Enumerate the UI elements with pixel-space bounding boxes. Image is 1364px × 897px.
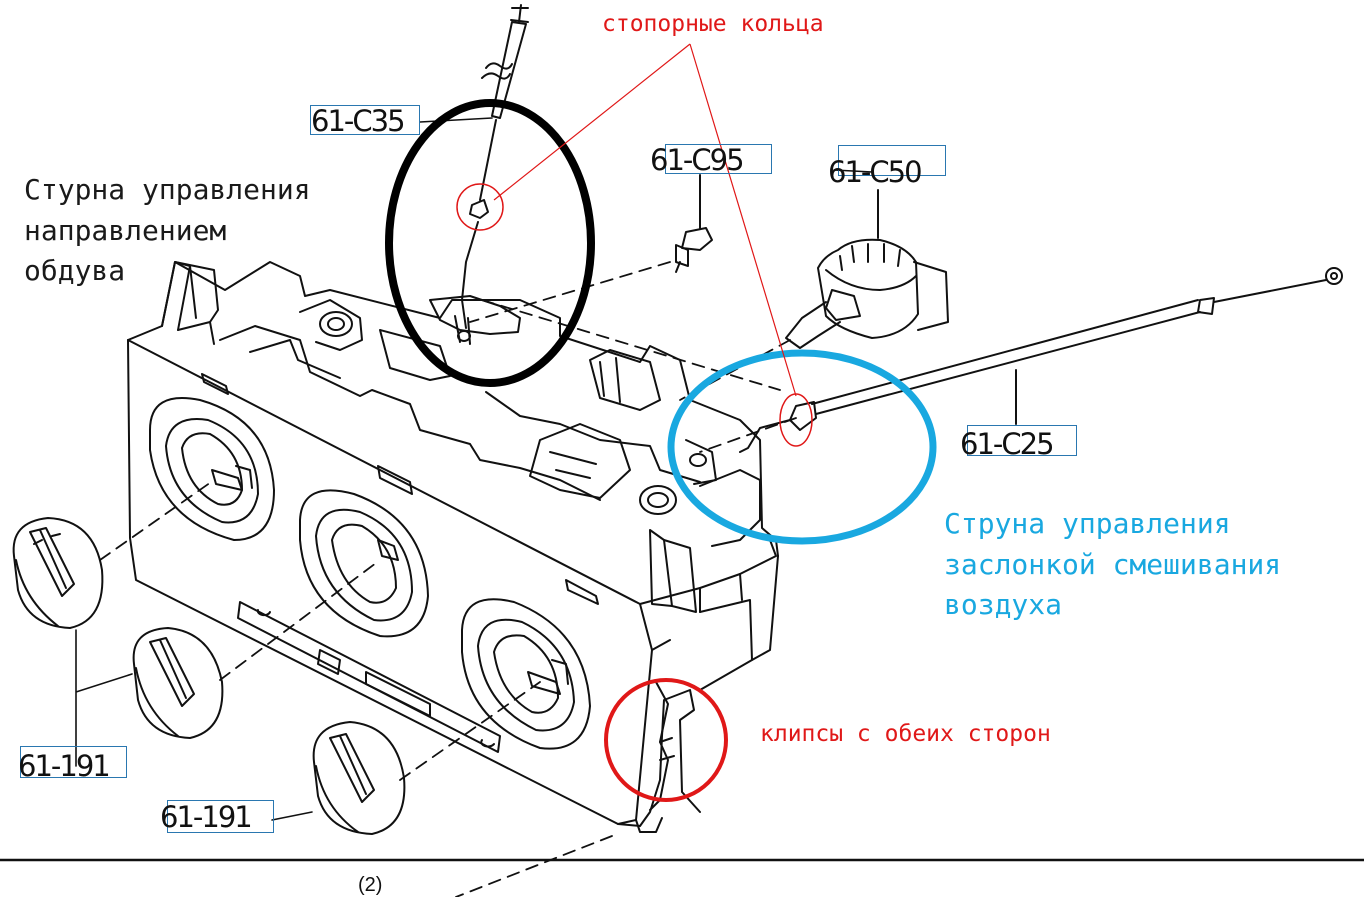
mix-cable xyxy=(739,267,1343,453)
knob-left xyxy=(12,517,104,629)
actuator-part xyxy=(785,189,949,349)
label-box-191a xyxy=(20,746,127,778)
annotation-clips: клипсы с обеих сторон xyxy=(760,721,1051,747)
part-label-61-191-front: 61-191 xyxy=(160,800,253,834)
knob-front xyxy=(312,721,406,835)
part-label-61-c35: 61-C35 xyxy=(311,104,406,138)
part-label-61-c50: 61-C50 xyxy=(828,155,923,189)
vent-cable xyxy=(461,4,529,301)
blue-highlight-ellipse xyxy=(667,349,937,545)
dial-opening-center xyxy=(299,489,429,638)
knob-middle xyxy=(132,627,224,739)
highlight-markers xyxy=(385,43,937,802)
annotation-mix-cable: Струна управления заслонкой смешивания в… xyxy=(944,507,1282,622)
bolt-part xyxy=(675,174,713,273)
label-box-191b xyxy=(167,800,274,833)
black-highlight-ellipse xyxy=(385,99,595,387)
label-box-c25 xyxy=(967,425,1077,456)
red-clip-ellipse xyxy=(604,678,728,802)
label-box-c95 xyxy=(665,144,772,174)
figure-number: (2) xyxy=(358,874,383,896)
part-label-61-191-left: 61-191 xyxy=(18,749,111,783)
red-ring-marker-right xyxy=(779,393,813,447)
red-ring-marker-top xyxy=(456,183,504,231)
dial-opening-left xyxy=(149,397,275,541)
dial-opening-right xyxy=(461,598,591,750)
annotation-snap-rings: стопорные кольца xyxy=(602,11,824,37)
control-housing xyxy=(127,261,779,833)
assembly-lines xyxy=(99,261,797,897)
annotation-vent-cable: Стурна управления направлением обдува xyxy=(24,173,311,288)
part-label-61-c25: 61-C25 xyxy=(960,427,1055,461)
leader-lines xyxy=(75,117,873,821)
red-pointer-lines xyxy=(493,43,797,397)
part-label-61-c95: 61-C95 xyxy=(650,143,745,177)
label-box-c35 xyxy=(310,105,420,135)
label-box-c50 xyxy=(838,145,946,176)
